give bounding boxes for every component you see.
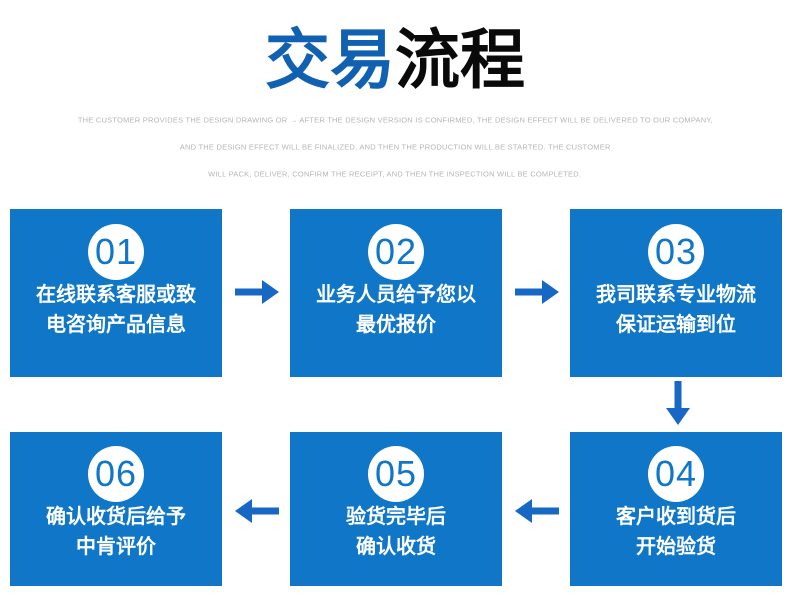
step-text-line: 确认收货: [356, 536, 436, 558]
step-number: 06: [94, 453, 138, 494]
step-box-06: 06 确认收货后给予 中肯评价: [10, 432, 222, 586]
step-text-line: 我司联系专业物流: [596, 284, 756, 306]
arrow-right-icon: [235, 277, 279, 307]
step-number: 02: [374, 231, 418, 272]
step-box-02: 02 业务人员给予您以 最优报价: [290, 209, 502, 377]
arrow-left-icon: [515, 496, 559, 526]
step-text-line: 客户收到货后: [616, 506, 736, 528]
step-number: 01: [94, 231, 138, 272]
step-number: 04: [654, 453, 698, 494]
step-04-number-circle: 04: [648, 446, 704, 502]
step-number: 03: [654, 231, 698, 272]
step-box-05: 05 验货完毕后 确认收货: [290, 432, 502, 586]
step-06-number-circle: 06: [88, 446, 144, 502]
step-text-line: 电咨询产品信息: [46, 314, 186, 336]
step-02-number-circle: 02: [368, 224, 424, 280]
step-number: 05: [374, 453, 418, 494]
step-05-number-circle: 05: [368, 446, 424, 502]
arrow-down-icon: [663, 381, 693, 425]
step-01-number-circle: 01: [88, 224, 144, 280]
step-03-number-circle: 03: [648, 224, 704, 280]
page-title: 交易流程: [0, 18, 790, 103]
subtitle-line: THE CUSTOMER PROVIDES THE DESIGN DRAWING…: [77, 116, 713, 125]
step-text-line: 中肯评价: [76, 536, 156, 558]
arrow-left-icon: [235, 496, 279, 526]
subtitle: THE CUSTOMER PROVIDES THE DESIGN DRAWING…: [0, 107, 790, 188]
step-text-line: 在线联系客服或致: [36, 284, 196, 306]
step-text-line: 开始验货: [636, 536, 716, 558]
page-title-rest: 流程: [395, 23, 526, 96]
arrow-right-icon: [515, 277, 559, 307]
step-text-line: 最优报价: [356, 314, 436, 336]
subtitle-line: WILL PACK, DELIVER, CONFIRM THE RECEIPT,…: [208, 170, 582, 179]
step-box-04: 04 客户收到货后 开始验货: [570, 432, 782, 586]
step-box-03: 03 我司联系专业物流 保证运输到位: [570, 209, 782, 377]
step-box-01: 01 在线联系客服或致 电咨询产品信息: [10, 209, 222, 377]
step-text-line: 确认收货后给予: [46, 506, 186, 528]
step-text-line: 验货完毕后: [346, 506, 446, 528]
subtitle-line: AND THE DESIGN EFFECT WILL BE FINALIZED,…: [179, 143, 611, 152]
page-title-highlight: 交易: [264, 23, 395, 96]
step-text-line: 保证运输到位: [616, 314, 736, 336]
step-text-line: 业务人员给予您以: [316, 284, 476, 306]
